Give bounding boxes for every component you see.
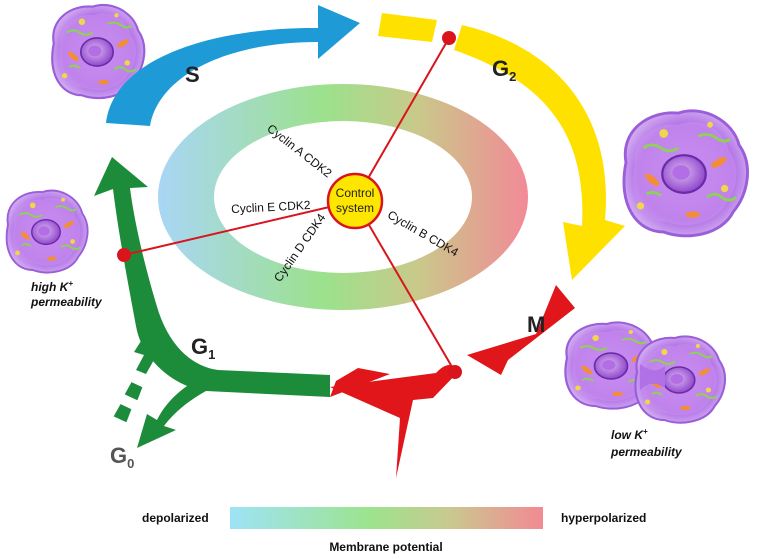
low-k-permeability-line2: permeability — [610, 445, 683, 459]
phase-label-g0: G0 — [110, 443, 134, 471]
membrane-potential-ring — [158, 84, 528, 310]
checkpoint-m — [448, 365, 462, 379]
phase-label-g2: G2 — [492, 56, 516, 84]
control-system-circle — [326, 172, 384, 230]
phase-label-g1: G1 — [191, 334, 215, 362]
phase-label-s: S — [185, 62, 200, 87]
cyclin-e-cdk2-label: Cyclin E CDK2 — [231, 198, 311, 216]
legend-depolarized: depolarized — [142, 511, 209, 525]
legend-caption: Membrane potential — [329, 540, 442, 554]
cyclin-b-cdk4-label: Cyclin B CDK4 — [385, 208, 461, 260]
s-phase-arrow — [106, 5, 360, 126]
checkpoint-g1 — [117, 248, 131, 262]
cell-icon-dividing — [564, 321, 727, 424]
cell-icon-g2-phase — [622, 109, 749, 238]
g2-phase-arrow — [378, 13, 625, 280]
checkpoint-g2 — [442, 31, 456, 45]
m-phase-arrow — [330, 285, 575, 478]
membrane-potential-bar — [230, 507, 543, 529]
checkpoint-lines — [123, 37, 456, 373]
control-system-label-line2: system — [336, 201, 374, 215]
control-system-label-line1: Control — [336, 186, 375, 200]
cell-icon-g1-phase — [5, 189, 89, 274]
high-k-permeability-line2: permeability — [30, 295, 103, 309]
cyclin-a-cdk2-label: Cyclin A CDK2 — [264, 121, 334, 180]
high-k-permeability-line1: high K+ — [31, 279, 73, 294]
g1-phase-arrow — [94, 157, 330, 448]
low-k-permeability-line1: low K+ — [611, 427, 648, 442]
legend-hyperpolarized: hyperpolarized — [561, 511, 646, 525]
phase-label-m: M — [527, 312, 545, 337]
